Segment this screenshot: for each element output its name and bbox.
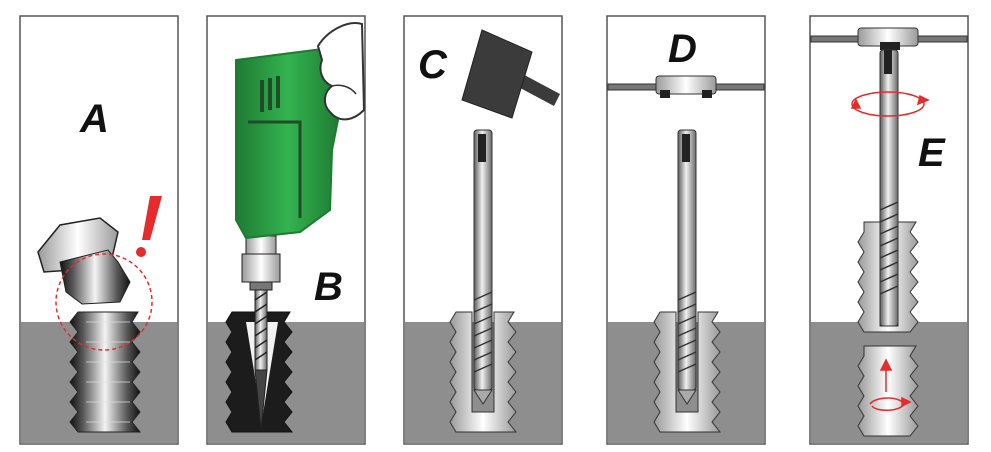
screw-extractor	[473, 129, 493, 405]
drilled-bolt	[653, 311, 722, 433]
hammer-icon	[461, 29, 560, 119]
screw-extractor	[677, 129, 697, 405]
broken-bolt-stub	[69, 311, 142, 433]
panel-label-e: E	[918, 131, 946, 175]
drill-bit	[254, 279, 268, 431]
panel-e: E	[809, 15, 969, 445]
panel-label-a: A	[79, 97, 109, 141]
hand-icon	[316, 22, 366, 121]
rotation-arrow-icon	[850, 91, 930, 117]
exclamation-mark-icon	[136, 196, 162, 257]
panel-label-b: B	[314, 265, 343, 309]
tap-wrench	[810, 27, 968, 50]
power-drill-icon	[235, 46, 342, 240]
panel-d: D	[606, 15, 766, 445]
panel-label-d: D	[668, 27, 697, 71]
panel-label-c: C	[418, 43, 448, 87]
panel-a: A	[19, 15, 179, 445]
panel-c: C	[403, 15, 563, 445]
screw-extractor	[879, 49, 899, 327]
up-arrow-icon	[879, 358, 893, 392]
empty-threaded-hole	[857, 345, 919, 437]
drill-chuck	[241, 235, 281, 291]
broken-bolt-head	[37, 217, 131, 305]
rotation-arrow-icon	[869, 396, 912, 411]
damage-highlight-circle	[55, 253, 153, 351]
drilled-bolt	[449, 311, 518, 433]
tap-wrench	[607, 75, 765, 98]
extracted-bolt	[857, 221, 919, 333]
panel-b: B	[206, 15, 366, 445]
